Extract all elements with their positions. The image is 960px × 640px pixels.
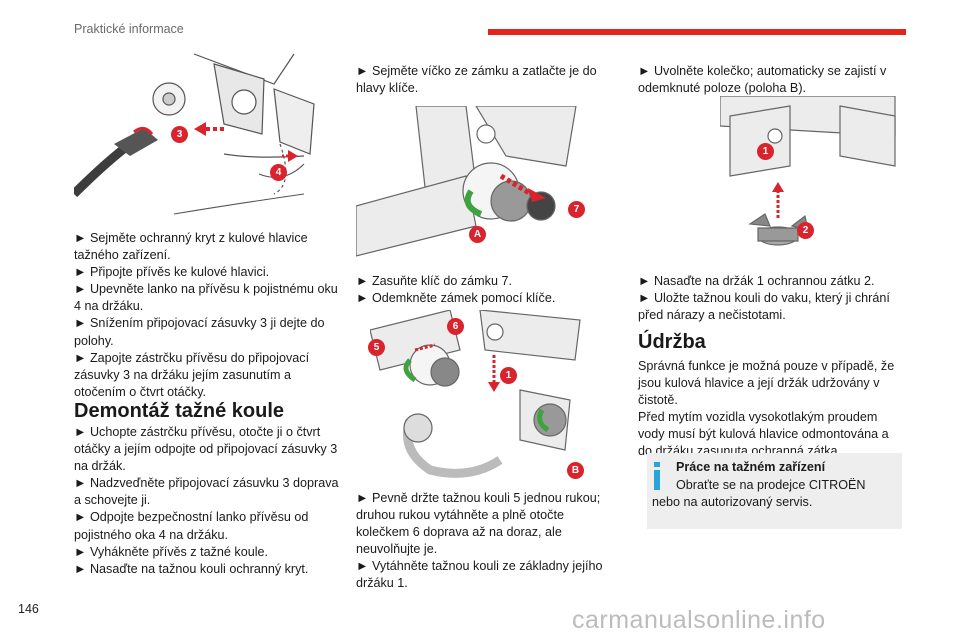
- info-box: Práce na tažném zařízení Obraťte se na p…: [647, 453, 902, 529]
- step: ► Zasuňte klíč do zámku 7.: [356, 274, 512, 288]
- callout-5: 5: [368, 339, 385, 356]
- col3-intro: ► Uvolněte kolečko; automaticky se zajis…: [638, 64, 887, 96]
- callout-6: 6: [447, 318, 464, 335]
- step: ► Nadzveďněte připojovací zásuvku 3 dopr…: [74, 476, 339, 508]
- col3-paragraphs: Správná funkce je možná pouze v případě,…: [638, 358, 900, 461]
- step: ► Odemkněte zámek pomocí klíče.: [356, 291, 556, 306]
- callout-A: A: [469, 226, 486, 243]
- callout-1: 1: [500, 367, 517, 384]
- step: ► Nasaďte na držák 1 ochrannou zátku 2.: [638, 274, 875, 288]
- paragraph: Správná funkce je možná pouze v případě,…: [638, 359, 895, 408]
- step: ► Zapojte zástrčku přívěsu do připojovac…: [74, 350, 310, 399]
- info-title: Práce na tažném zařízení: [676, 460, 826, 474]
- callout-4: 4: [270, 164, 287, 181]
- page-number: 146: [18, 602, 39, 616]
- step: ► Uchopte zástrčku přívěsu, otočte ji o …: [74, 425, 338, 474]
- callout-7: 7: [568, 201, 585, 218]
- col3-steps-mid: ► Nasaďte na držák 1 ochrannou zátku 2. …: [638, 273, 900, 324]
- col2-steps-mid: ► Zasuňte klíč do zámku 7. ► Odemkněte z…: [356, 273, 618, 307]
- col2-steps-bottom: ► Pevně držte tažnou kouli 5 jednou ruko…: [356, 490, 618, 593]
- callout-3: 3: [171, 126, 188, 143]
- col1-steps-top: ► Sejměte ochranný kryt z kulové hlavice…: [74, 230, 340, 401]
- step: ► Uložte tažnou kouli do vaku, který ji …: [638, 291, 890, 323]
- col2-intro: ► Sejměte víčko ze zámku a zatlačte je d…: [356, 64, 597, 96]
- figure-protective-plug: [720, 96, 896, 246]
- step: ► Vytáhněte tažnou kouli ze základny jej…: [356, 559, 603, 591]
- watermark: carmanualsonline.info: [572, 606, 826, 634]
- col1-steps-bottom: ► Uchopte zástrčku přívěsu, otočte ji o …: [74, 424, 340, 578]
- figure-key-lock: [356, 106, 577, 257]
- step: ► Nasaďte na tažnou kouli ochranný kryt.: [74, 561, 309, 576]
- step: ► Pevně držte tažnou kouli 5 jednou ruko…: [356, 491, 601, 557]
- callout-2: 2: [797, 222, 814, 239]
- step: ► Vyhákněte přívěs z tažné koule.: [74, 544, 269, 559]
- callout-1: 1: [757, 143, 774, 160]
- step: ► Snížením připojovací zásuvky 3 ji dejt…: [74, 316, 325, 348]
- info-body: Obraťte se na prodejce CITROËN nebo na a…: [652, 478, 866, 510]
- heading-udrzba: Údržba: [638, 331, 706, 353]
- callout-B: B: [567, 462, 584, 479]
- step: ► Sejměte ochranný kryt z kulové hlavice…: [74, 231, 308, 263]
- step: ► Připojte přívěs ke kulové hlavici.: [74, 265, 270, 280]
- step: ► Upevněte lanko na přívěsu k pojistnému…: [74, 282, 338, 314]
- step: ► Odpojte bezpečnostní lanko přívěsu od …: [74, 510, 309, 542]
- info-icon: [653, 462, 661, 490]
- header-accent-bar: [488, 29, 906, 35]
- heading-demontaz: Demontáž tažné koule: [74, 400, 285, 422]
- section-title: Praktické informace: [74, 22, 184, 36]
- figure-trailer-socket: [74, 53, 315, 215]
- figure-towball-release: [370, 310, 581, 478]
